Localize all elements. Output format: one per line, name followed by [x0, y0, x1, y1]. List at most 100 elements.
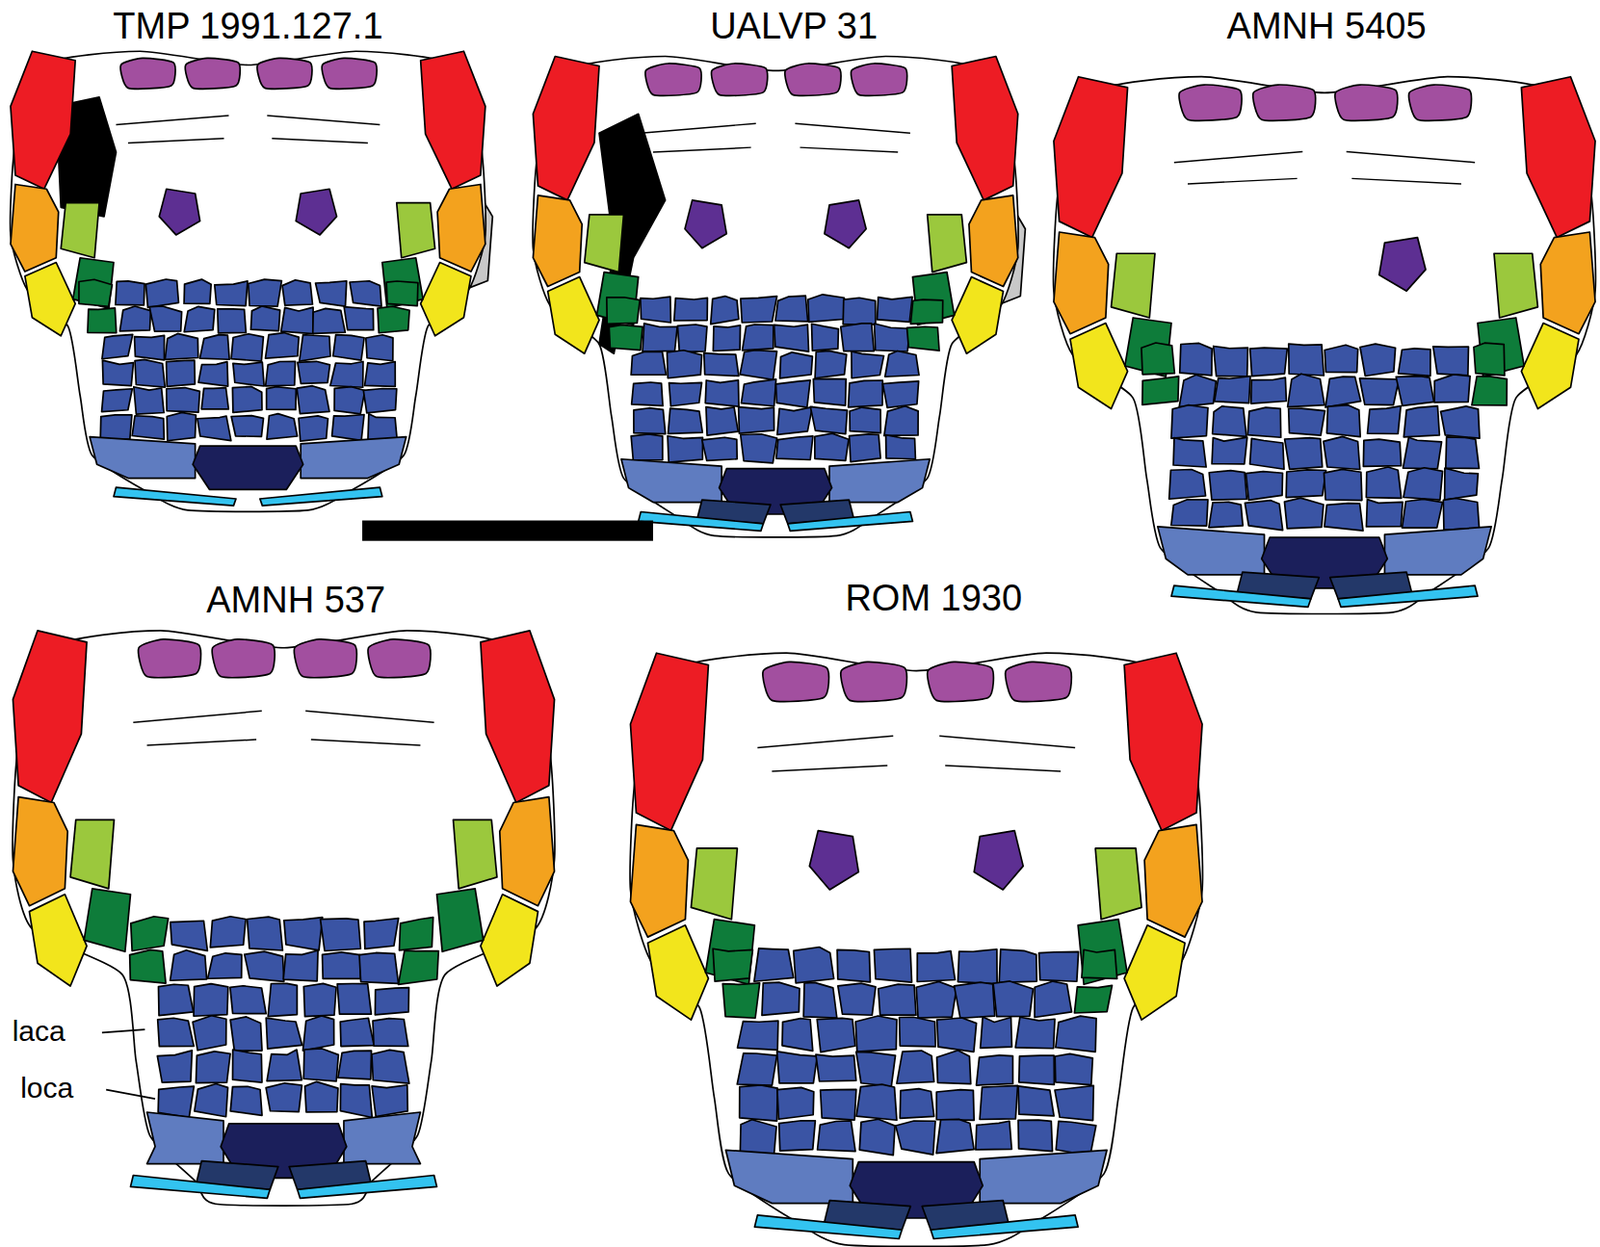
caputegulae-osteoderm — [886, 435, 917, 460]
caputegulae-osteoderm — [1212, 406, 1247, 438]
caputegulae-osteoderm — [233, 362, 264, 387]
frontal-osteoderm — [1379, 237, 1426, 292]
lacrimal-osteoderm — [436, 889, 483, 952]
caputegulae-osteoderm — [337, 984, 371, 1016]
caputegulae-osteoderm — [330, 361, 364, 388]
suture-line — [800, 147, 899, 153]
caputegulae-osteoderm — [739, 350, 777, 381]
caputegulae-osteoderm — [814, 350, 847, 378]
caputegulae-osteoderm — [882, 381, 919, 408]
quadratojugal-region — [1053, 232, 1109, 335]
caputegulae-osteoderm — [302, 1016, 334, 1051]
jugal-osteoderm — [951, 277, 1003, 355]
caputegulae-osteoderm — [338, 1050, 372, 1080]
lacrimal-osteoderm — [382, 258, 423, 309]
caputegulae-osteoderm — [899, 1089, 934, 1120]
caputegulae-osteoderm — [780, 352, 814, 379]
skull-outline — [10, 51, 487, 512]
nuchal-osteoderm — [785, 63, 841, 96]
caputegulae-osteoderm — [217, 309, 247, 334]
caputegulae-osteoderm — [640, 296, 672, 323]
caputegulae-osteoderm — [1285, 470, 1326, 499]
caputegulae-osteoderm — [820, 1089, 857, 1121]
suture-line — [115, 115, 229, 126]
caputegulae-osteoderm — [849, 434, 882, 463]
specimen-label: UALVP 31 — [709, 5, 878, 49]
nuchal-osteoderm — [321, 57, 377, 89]
suture-line — [271, 138, 368, 144]
caputegulae-osteoderm — [667, 436, 703, 463]
quadratojugal-region — [10, 183, 59, 272]
caputegulae-osteoderm — [157, 1018, 195, 1047]
caputegulae-osteoderm — [777, 1087, 814, 1120]
caputegulae-osteoderm — [248, 279, 283, 307]
supraorbital-osteoderm — [1111, 253, 1155, 318]
nuchal-osteoderm — [211, 639, 275, 679]
caputegulae-osteoderm — [848, 380, 884, 408]
supraorbital-osteoderm — [396, 203, 436, 259]
caputegulae-osteoderm — [777, 1051, 818, 1084]
nuchal-osteoderm — [851, 63, 908, 96]
squamosal-horn — [12, 630, 87, 804]
caputegulae-osteoderm — [371, 1049, 410, 1084]
caputegulae-osteoderm — [774, 324, 810, 352]
caputegulae-osteoderm — [840, 323, 874, 352]
nasal-osteoderm — [131, 1175, 271, 1199]
caputegulae-osteoderm — [1054, 1085, 1094, 1121]
caputegulae-osteoderm — [265, 361, 296, 386]
caputegulae-osteoderm — [899, 1017, 937, 1048]
suture-line — [640, 123, 756, 133]
caputegulae-osteoderm — [230, 1086, 263, 1116]
caputegulae-osteoderm — [134, 335, 165, 360]
suture-line — [132, 710, 262, 723]
caputegulae-osteoderm — [265, 1083, 302, 1113]
caputegulae-osteoderm — [917, 951, 955, 983]
caputegulae-osteoderm — [133, 387, 164, 415]
caputegulae-osteoderm — [283, 950, 318, 982]
quadratojugal-region — [437, 183, 486, 272]
caputegulae-osteoderm — [265, 1018, 302, 1050]
nasal-osteoderm — [930, 1215, 1078, 1240]
caputegulae-osteoderm — [209, 917, 246, 948]
quadratojugal-region — [629, 824, 688, 938]
nuchal-osteoderm — [293, 639, 357, 679]
caputegulae-osteoderm — [1403, 437, 1443, 470]
caputegulae-osteoderm — [197, 416, 232, 442]
caputegulae-osteoderm — [739, 1085, 779, 1122]
caputegulae-osteoderm — [170, 950, 208, 982]
specimen-label: AMNH 537 — [206, 579, 386, 623]
caputegulae-osteoderm — [896, 1050, 935, 1084]
caputegulae-osteoderm — [936, 1119, 974, 1154]
caputegulae-osteoderm — [1250, 347, 1288, 377]
caputegulae-osteoderm — [194, 1083, 229, 1117]
nasal-osteoderm — [1171, 585, 1312, 607]
scale-bar — [362, 521, 654, 542]
caputegulae-osteoderm — [761, 982, 800, 1016]
caputegulae-osteoderm — [740, 434, 778, 464]
caputegulae-osteoderm — [1247, 407, 1281, 438]
jugal-osteoderm — [480, 894, 539, 987]
skull-outline — [12, 630, 555, 1207]
quadratojugal-region — [1144, 824, 1203, 938]
caputegulae-osteoderm — [193, 984, 229, 1018]
lacrimal-osteoderm — [1077, 919, 1128, 986]
caputegulae-osteoderm — [1208, 501, 1243, 527]
caputegulae-osteoderm — [282, 280, 313, 306]
suture-line — [1351, 178, 1462, 184]
caputegulae-osteoderm — [170, 920, 209, 951]
caputegulae-osteoderm — [1324, 503, 1364, 531]
skull-drawing — [10, 51, 494, 512]
nuchal-osteoderm — [1409, 84, 1472, 121]
caputegulae-osteoderm — [183, 306, 215, 332]
nasal-osteoderm — [260, 487, 383, 506]
caputegulae-osteoderm — [1324, 344, 1358, 372]
skull-drawing — [629, 653, 1203, 1247]
caputegulae-osteoderm — [198, 362, 229, 387]
frontal-osteoderm — [158, 188, 200, 236]
caputegulae-osteoderm — [815, 1054, 857, 1082]
caputegulae-osteoderm — [1019, 1055, 1055, 1085]
supraorbital-osteoderm — [584, 214, 625, 273]
caputegulae-osteoderm — [855, 1016, 897, 1052]
caputegulae-osteoderm — [998, 949, 1037, 984]
